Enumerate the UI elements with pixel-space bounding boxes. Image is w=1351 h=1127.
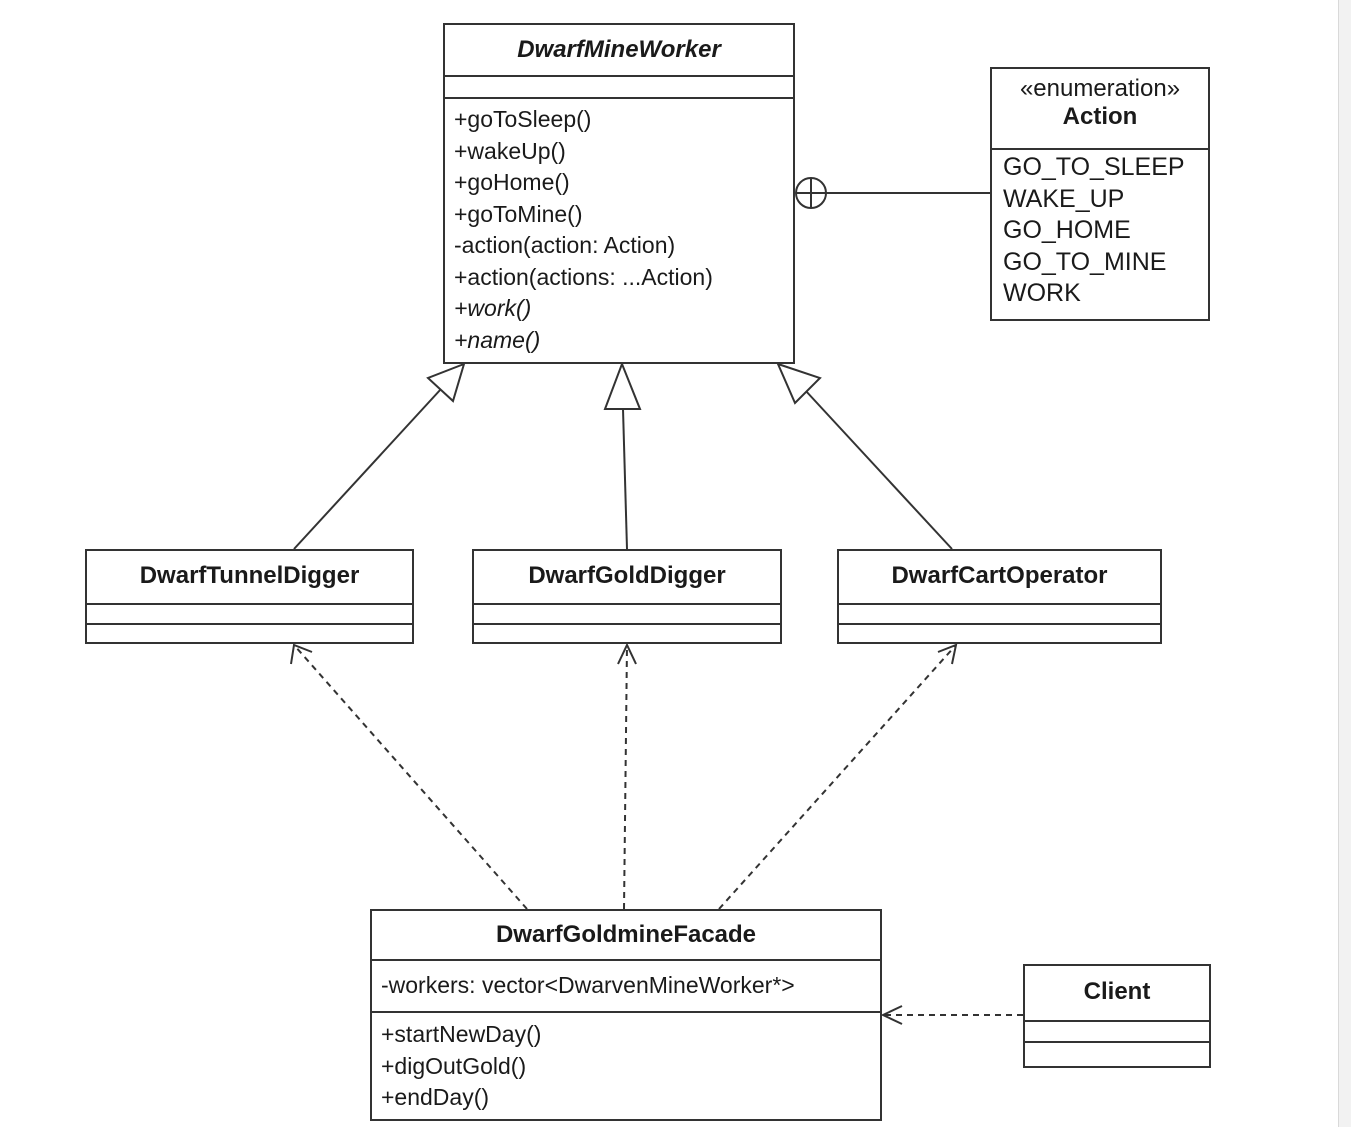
enum-header: «enumeration» Action	[992, 69, 1208, 150]
operation: +startNewDay()	[381, 1021, 542, 1047]
attributes-compartment: -workers: vector<DwarvenMineWorker*>	[372, 961, 880, 1013]
operation: +action(actions: ...Action)	[454, 263, 713, 290]
enum-literal: WAKE_UP	[1003, 184, 1125, 213]
generalization-cart-operator	[776, 362, 953, 550]
class-name: DwarfTunnelDigger	[87, 551, 412, 605]
operations-compartment: +startNewDay() +digOutGold() +endDay()	[372, 1013, 880, 1114]
abstract-operation: +work()	[454, 295, 532, 321]
enum-literal: GO_TO_MINE	[1003, 247, 1167, 276]
operation: +digOutGold()	[381, 1052, 527, 1079]
class-name: DwarfGoldDigger	[474, 551, 780, 605]
generalization-tunnel-digger	[293, 362, 466, 550]
nesting-connector-action	[795, 177, 990, 209]
class-dwarf-tunnel-digger[interactable]: DwarfTunnelDigger	[85, 549, 414, 644]
dependency-facade-cart-operator	[718, 643, 958, 910]
class-dwarf-cart-operator[interactable]: DwarfCartOperator	[837, 549, 1162, 644]
operation: +goToMine()	[454, 200, 583, 227]
attribute: -workers: vector<DwarvenMineWorker*>	[381, 972, 795, 998]
enum-literal: GO_TO_SLEEP	[1003, 153, 1185, 181]
enum-literal: GO_HOME	[1003, 216, 1131, 244]
operations-compartment: +goToSleep() +wakeUp() +goHome() +goToMi…	[445, 99, 793, 356]
enum-action[interactable]: «enumeration» Action GO_TO_SLEEP WAKE_UP…	[990, 67, 1210, 321]
operation: +goToSleep()	[454, 106, 592, 132]
scrollbar-track[interactable]	[1338, 0, 1351, 1127]
generalization-gold-digger	[603, 361, 642, 550]
operation: +endDay()	[381, 1084, 490, 1110]
dependency-client-facade	[880, 1005, 1023, 1025]
class-dwarf-mine-worker[interactable]: DwarfMineWorker +goToSleep() +wakeUp() +…	[443, 23, 795, 364]
attributes-compartment	[87, 605, 412, 625]
abstract-operation: +name()	[454, 326, 541, 353]
attributes-compartment	[474, 605, 780, 625]
class-dwarf-goldmine-facade[interactable]: DwarfGoldmineFacade -workers: vector<Dwa…	[370, 909, 882, 1121]
attributes-compartment	[839, 605, 1160, 625]
attributes-compartment	[1025, 1022, 1209, 1043]
class-name: DwarfGoldmineFacade	[372, 911, 880, 961]
class-name: DwarfMineWorker	[445, 25, 793, 77]
dependency-facade-tunnel-digger	[290, 643, 528, 910]
operation: -action(action: Action)	[454, 232, 676, 258]
stereotype-label: «enumeration»	[1019, 75, 1181, 102]
literals-compartment: GO_TO_SLEEP WAKE_UP GO_HOME GO_TO_MINE W…	[992, 150, 1208, 310]
dependency-facade-gold-digger	[617, 642, 637, 910]
class-name: DwarfCartOperator	[839, 551, 1160, 605]
attributes-compartment	[445, 77, 793, 99]
class-client[interactable]: Client	[1023, 964, 1211, 1068]
class-name: Client	[1025, 966, 1209, 1022]
operation: +goHome()	[454, 169, 570, 195]
enum-name: Action	[1062, 103, 1138, 130]
class-dwarf-gold-digger[interactable]: DwarfGoldDigger	[472, 549, 782, 644]
enum-literal: WORK	[1003, 279, 1081, 307]
operation: +wakeUp()	[454, 137, 566, 164]
